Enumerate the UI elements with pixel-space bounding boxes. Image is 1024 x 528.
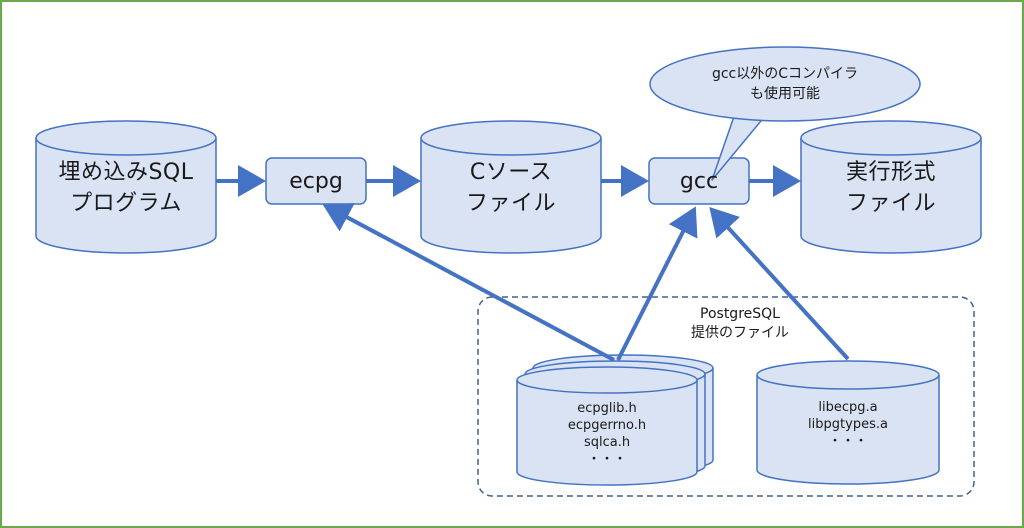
embedded-sql-line-1: 埋め込みSQL (58, 160, 194, 185)
library-file-2: libpgtypes.a (808, 416, 888, 432)
c-source-line-2: ファイル (465, 191, 556, 216)
library-file-1: libecpg.a (818, 399, 878, 415)
callout-bubble (649, 46, 921, 181)
header-file-more: ・・・ (587, 452, 627, 467)
callout-line-1: gcc以外のCコンパイラ (711, 66, 859, 82)
header-file-3: sqlca.h (583, 435, 631, 450)
postgresql-group-border (477, 296, 975, 497)
header-file-2: ecpgerrno.h (567, 418, 647, 433)
group-line-1: PostgreSQL (700, 306, 780, 322)
executable-label: 実行形式 ファイル (801, 150, 981, 226)
gcc-text: gcc (679, 168, 719, 194)
libraries-cylinder (756, 360, 940, 485)
arrow-headers-to-gcc (616, 206, 698, 361)
headers-cylinder-stack (516, 354, 714, 486)
arrow-libraries-to-gcc (709, 207, 850, 361)
callout-text: gcc以外のCコンパイラ も使用可能 (660, 60, 910, 108)
executable-line-2: ファイル (845, 191, 936, 216)
library-file-more: ・・・ (828, 433, 868, 449)
c-source-label: Cソース ファイル (421, 150, 601, 226)
group-line-2: 提供のファイル (691, 325, 789, 341)
ecpg-text: ecpg (289, 168, 343, 194)
executable-line-1: 実行形式 (845, 160, 936, 185)
headers-label: ecpglib.h ecpgerrno.h sqlca.h ・・・ (517, 398, 697, 470)
callout-line-2: も使用可能 (750, 86, 820, 102)
executable-cylinder (800, 120, 982, 254)
ecpg-label: ecpg (266, 158, 366, 204)
arrow-headers-to-ecpg (322, 203, 615, 362)
header-file-1: ecpglib.h (577, 401, 637, 416)
embedded-sql-line-2: プログラム (70, 191, 182, 216)
gcc-label: gcc (649, 158, 749, 204)
libraries-label: libecpg.a libpgtypes.a ・・・ (757, 396, 939, 452)
c-source-cylinder (420, 120, 602, 254)
embedded-sql-label: 埋め込みSQL プログラム (36, 150, 216, 226)
postgresql-group-title: PostgreSQL 提供のファイル (640, 304, 840, 344)
c-source-line-1: Cソース (469, 160, 553, 185)
embedded-sql-cylinder (35, 120, 217, 254)
